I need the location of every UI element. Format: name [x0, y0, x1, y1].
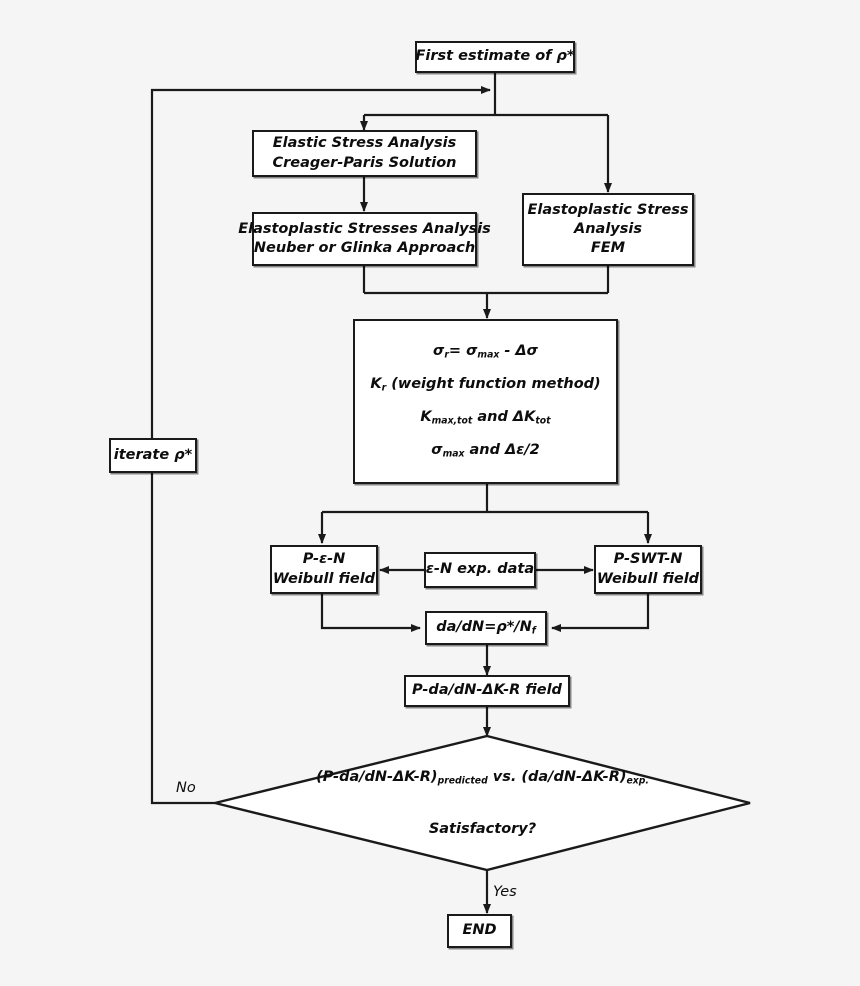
node-p-dadn-field-label: P-da/dN-ΔK-R field [412, 682, 562, 699]
equation-kr-weight-function: Kr (weight function method) [370, 375, 601, 394]
node-first-estimate[interactable]: First estimate of ρ* [415, 41, 575, 73]
equation-sigma-r: σr= σmax - Δσ [433, 342, 538, 361]
node-dadn-rho-nf[interactable]: da/dN=ρ*/Nf [425, 611, 547, 645]
node-elastic-line2: Creager-Paris Solution [272, 154, 457, 171]
node-fem-line2: Analysis [574, 220, 642, 237]
node-p-eps-n-line1: P-ε-N [302, 551, 346, 568]
node-end[interactable]: END [447, 914, 512, 948]
node-iterate-rho[interactable]: iterate ρ* [109, 438, 197, 473]
node-equations[interactable]: σr= σmax - Δσ Kr (weight function method… [353, 319, 618, 484]
node-fem-line1: Elastoplastic Stress [527, 201, 689, 218]
node-elastoplastic-fem[interactable]: Elastoplastic Stress Analysis FEM [522, 193, 694, 266]
node-p-swt-n-line1: P-SWT-N [613, 551, 683, 568]
decision-comparison-line: (P-da/dN-ΔK-R)predicted vs. (da/dN-ΔK-R)… [316, 769, 649, 787]
node-first-estimate-label: First estimate of ρ* [415, 48, 575, 65]
wire-p-eps-n-to-dadn [320, 594, 421, 632]
decision-question-line: Satisfactory? [428, 820, 537, 837]
node-elastic-stress-analysis[interactable]: Elastic Stress Analysis Creager-Paris So… [252, 130, 477, 177]
node-eps-n-exp-data[interactable]: ε-N exp. data [424, 552, 536, 588]
node-p-swt-n-weibull-field[interactable]: P-SWT-N Weibull field [594, 545, 702, 594]
node-iterate-label: iterate ρ* [113, 446, 193, 463]
node-elastoplastic-neuber-glinka[interactable]: Elastoplastic Stresses Analysis Neuber o… [238, 212, 491, 266]
decision-text-block: (P-da/dN-ΔK-R)predicted vs. (da/dN-ΔK-R)… [215, 736, 750, 870]
node-p-eps-n-weibull-field[interactable]: P-ε-N Weibull field [270, 545, 378, 594]
equation-kmax-tot: Kmax,tot and ΔKtot [420, 409, 551, 427]
edge-label-no: No [176, 780, 196, 796]
node-p-swt-n-line2: Weibull field [596, 570, 700, 587]
node-neuber-line1: Elastoplastic Stresses Analysis [238, 220, 491, 237]
node-end-label: END [462, 922, 497, 939]
node-p-dadn-dk-r-field[interactable]: P-da/dN-ΔK-R field [404, 675, 570, 707]
node-neuber-line2: Neuber or Glinka Approach [253, 240, 476, 256]
equation-sigma-max-strain: σmax and Δε/2 [431, 442, 540, 461]
node-elastic-line1: Elastic Stress Analysis [272, 135, 457, 152]
node-decision-satisfactory[interactable]: (P-da/dN-ΔK-R)predicted vs. (da/dN-ΔK-R)… [215, 736, 750, 870]
node-dadn-label: da/dN=ρ*/Nf [436, 619, 536, 637]
edge-label-yes: Yes [493, 884, 517, 900]
node-eps-n-exp-data-label: ε-N exp. data [425, 561, 535, 578]
node-p-eps-n-line2: Weibull field [272, 570, 376, 587]
node-fem-line3: FEM [590, 240, 626, 257]
wire-p-swt-n-to-dadn [551, 594, 650, 632]
